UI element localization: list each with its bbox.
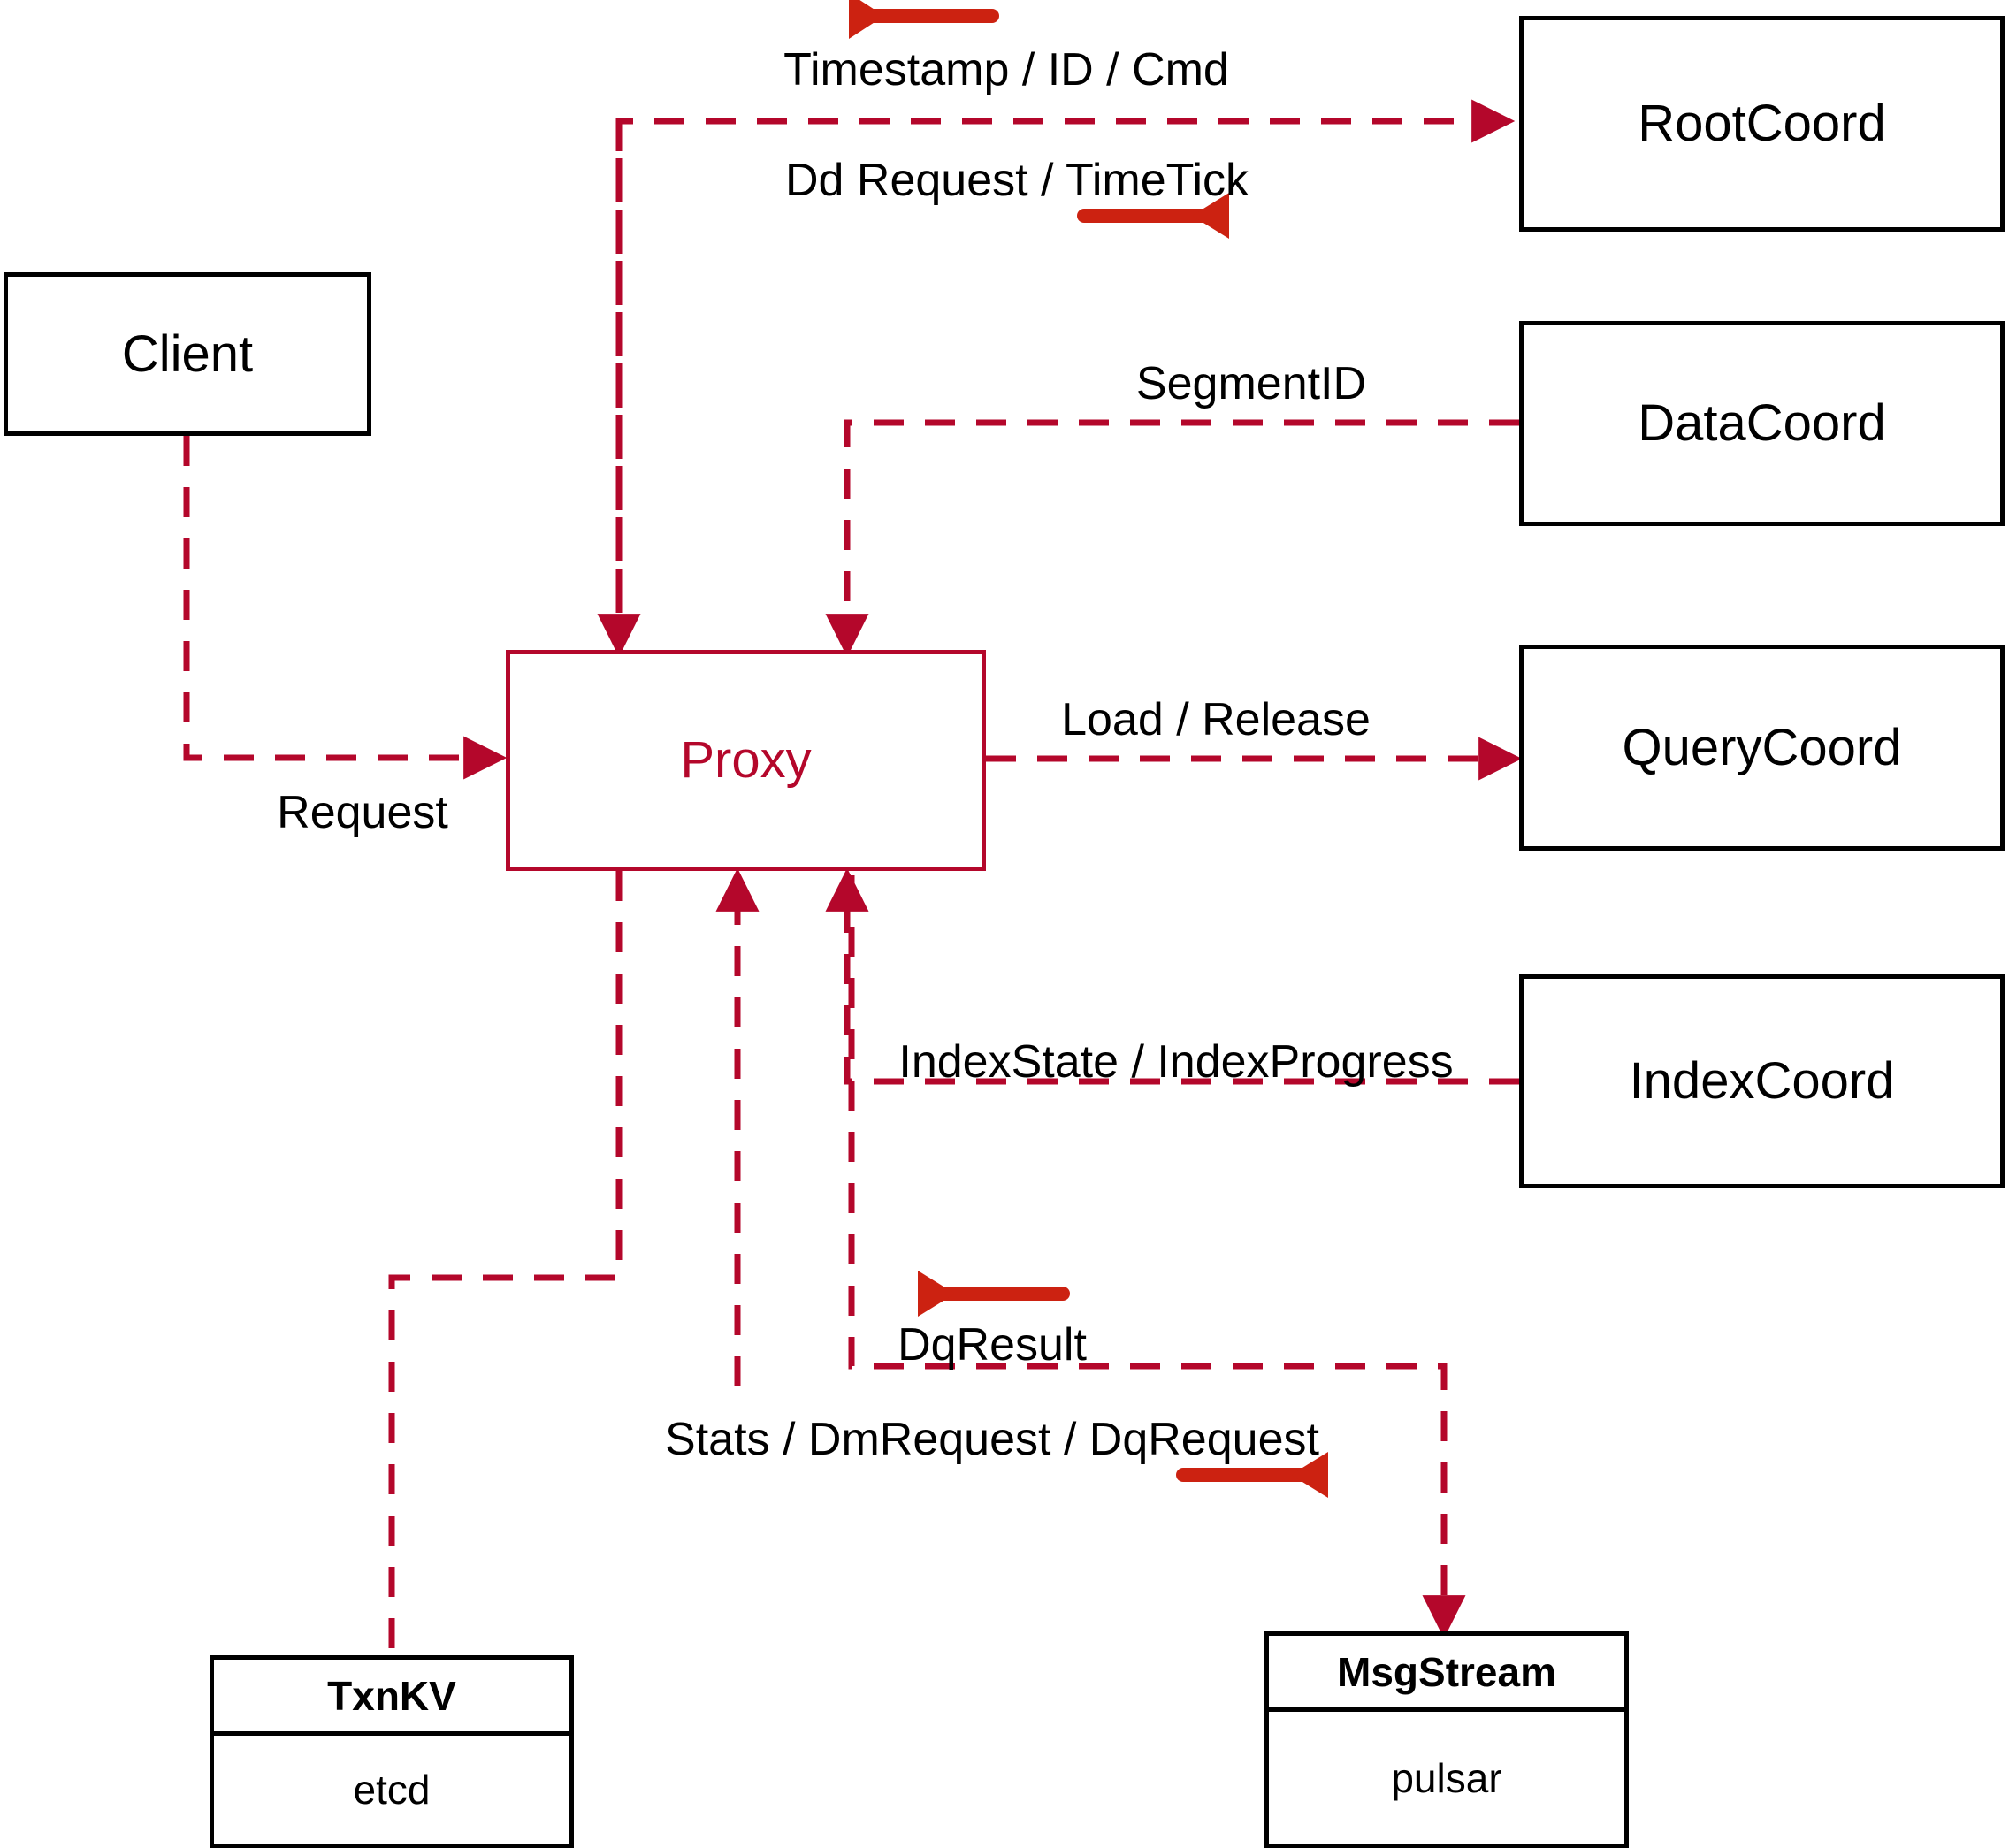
edge-proxy-to-msgstream [848, 875, 1466, 1639]
stats-dm-dq-request-direction-arrow [1176, 1452, 1328, 1498]
node-indexcoord-label: IndexCoord [1629, 1052, 1895, 1110]
node-datacoord[interactable]: DataCoord [1519, 321, 2005, 526]
node-txnkv-header-label: TxnKV [327, 1672, 456, 1719]
node-proxy[interactable]: Proxy [506, 650, 986, 871]
node-datacoord-label: DataCoord [1638, 394, 1886, 452]
node-proxy-label: Proxy [680, 731, 812, 789]
node-client[interactable]: Client [4, 272, 371, 436]
node-txnkv[interactable]: TxnKV etcd [210, 1655, 574, 1848]
node-txnkv-body-label: etcd [353, 1767, 431, 1813]
edge-datacoord-to-proxy [825, 419, 1519, 658]
node-msgstream-header-label: MsgStream [1337, 1648, 1556, 1695]
edge-label-timestamp-id-cmd: Timestamp / ID / Cmd [783, 44, 1229, 95]
node-client-label: Client [121, 325, 254, 383]
node-querycoord[interactable]: QueryCoord [1519, 645, 2005, 851]
timestamp-id-cmd-direction-arrow [849, 0, 999, 39]
node-indexcoord[interactable]: IndexCoord [1519, 974, 2005, 1188]
dd-request-timetick-direction-arrow [1077, 193, 1229, 239]
node-msgstream-body: pulsar [1269, 1712, 1624, 1844]
node-rootcoord-label: RootCoord [1638, 95, 1886, 152]
edge-label-load-release: Load / Release [1061, 694, 1371, 745]
node-msgstream-header: MsgStream [1269, 1636, 1624, 1712]
edge-label-stats-dm-dq-request: Stats / DmRequest / DqRequest [665, 1414, 1319, 1465]
edge-label-request: Request [277, 787, 448, 838]
edge-label-dd-request-timetick: Dd Request / TimeTick [784, 155, 1249, 206]
node-txnkv-body: etcd [214, 1736, 569, 1844]
node-msgstream[interactable]: MsgStream pulsar [1264, 1631, 1629, 1848]
node-msgstream-body-label: pulsar [1391, 1754, 1502, 1801]
node-txnkv-header: TxnKV [214, 1660, 569, 1736]
edge-client-to-proxy [183, 436, 508, 780]
edge-label-index-state-progress: IndexState / IndexProgress [898, 1036, 1454, 1088]
edge-label-segment-id: SegmentID [1135, 358, 1367, 409]
dq-result-direction-arrow [918, 1271, 1070, 1317]
node-rootcoord[interactable]: RootCoord [1519, 16, 2005, 232]
edge-proxy-to-txnkv [388, 871, 623, 1655]
node-querycoord-label: QueryCoord [1622, 718, 1902, 776]
edge-label-dq-result: DqResult [898, 1319, 1087, 1371]
edge-indexcoord-to-proxy [825, 867, 1519, 1085]
